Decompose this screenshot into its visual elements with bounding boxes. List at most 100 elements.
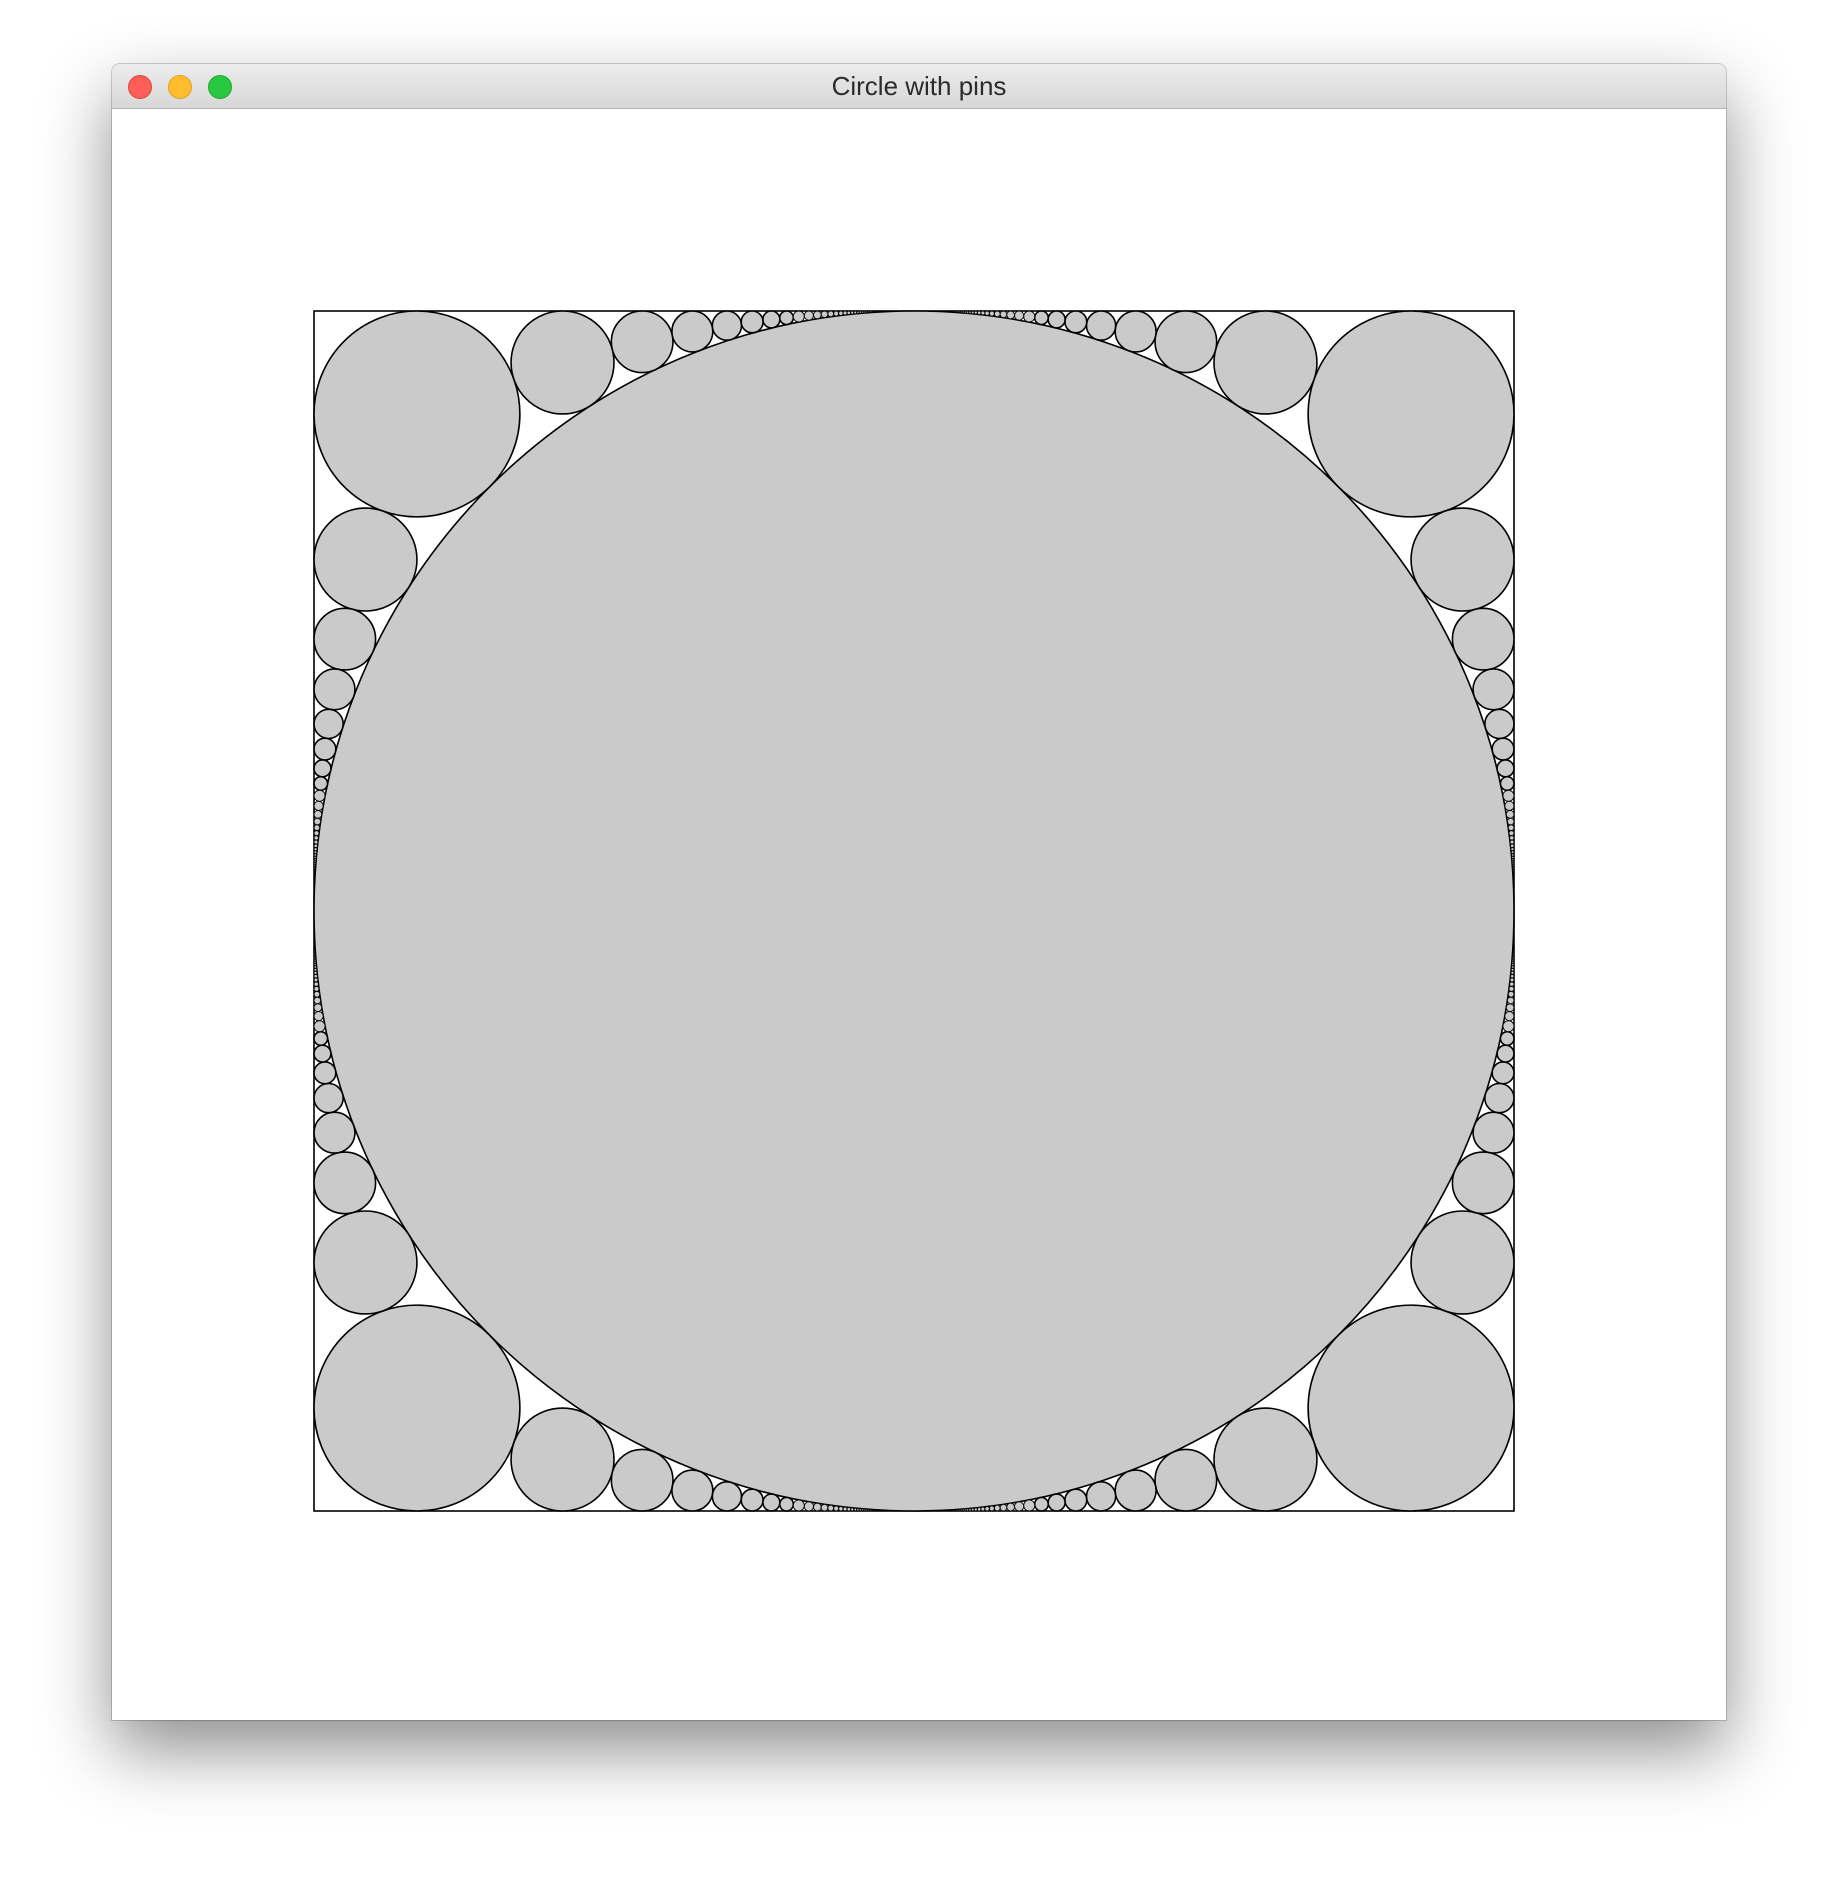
- pin-circle: [999, 310, 1008, 319]
- pin-circle: [976, 1507, 982, 1512]
- pin-circle: [313, 1030, 329, 1047]
- pin-circle: [610, 310, 674, 374]
- pin-circle: [510, 1407, 615, 1512]
- pin-circle: [1496, 1044, 1515, 1063]
- pin-circle: [313, 759, 332, 778]
- pin-circle: [1023, 1499, 1036, 1512]
- pin-circle: [313, 973, 318, 979]
- pin-circle: [711, 1481, 743, 1512]
- pin-circle: [1507, 824, 1515, 832]
- pin-circle: [671, 1469, 714, 1512]
- pin-circle: [1114, 310, 1157, 353]
- pin-circle: [993, 1504, 1001, 1512]
- pin-circle: [1023, 310, 1036, 323]
- pin-circle: [812, 310, 822, 320]
- pin-circle: [846, 1507, 852, 1512]
- pin-circle: [1064, 1488, 1088, 1512]
- pin-circle: [671, 310, 714, 353]
- pin-circle: [1033, 310, 1050, 326]
- pin-circle: [313, 607, 377, 671]
- pin-circle: [313, 507, 418, 612]
- pin-circle: [984, 1506, 990, 1512]
- pin-circle: [1154, 310, 1218, 374]
- pin-circle: [1410, 507, 1515, 612]
- pin-circle: [510, 310, 615, 415]
- pin-circle: [993, 310, 1001, 318]
- pin-circle: [1499, 1030, 1515, 1047]
- pin-circle: [842, 310, 848, 316]
- pin-circle: [711, 310, 743, 341]
- pin-circle: [949, 1509, 953, 1512]
- pin-circle: [1510, 843, 1515, 849]
- pin-circle: [980, 1506, 986, 1512]
- pin-circle: [949, 310, 953, 313]
- canvas-area: [112, 109, 1726, 1720]
- pin-circle: [973, 1507, 978, 1512]
- pin-circle: [313, 1082, 344, 1114]
- title-bar[interactable]: Circle with pins: [112, 64, 1726, 109]
- pin-circle: [833, 1505, 840, 1512]
- pin-circle: [803, 310, 814, 321]
- pin-circle: [313, 809, 323, 819]
- pin-circle: [313, 708, 344, 740]
- corner-pin-circle: [313, 1304, 521, 1512]
- pin-circle: [313, 1111, 356, 1154]
- pin-circle: [313, 789, 326, 802]
- pin-circle: [1047, 1493, 1066, 1512]
- pin-circle: [1510, 973, 1515, 979]
- pin-circle: [1510, 847, 1515, 852]
- pin-circle: [1491, 1061, 1515, 1085]
- pin-circle: [984, 310, 990, 316]
- pin-circle: [313, 817, 322, 826]
- pin-circle: [988, 310, 995, 317]
- pin-circle: [1508, 830, 1515, 837]
- pin-circle: [838, 1506, 844, 1512]
- pin-circle: [980, 310, 986, 316]
- pin-circle: [1064, 310, 1088, 334]
- pin-circle: [846, 310, 852, 315]
- pin-circle: [1509, 981, 1515, 987]
- pin-circle: [1506, 817, 1515, 826]
- zoom-button[interactable]: [208, 75, 232, 99]
- pin-circle: [875, 310, 879, 313]
- app-window: Circle with pins: [112, 64, 1726, 1720]
- pin-circle: [1502, 1020, 1515, 1033]
- corner-pin-circle: [1307, 310, 1515, 518]
- pin-circle: [313, 1210, 418, 1315]
- pin-circle: [313, 996, 322, 1005]
- pin-circle: [313, 668, 356, 711]
- pin-circle: [740, 310, 764, 334]
- pin-circle: [1085, 310, 1117, 341]
- pin-circle: [1213, 1407, 1318, 1512]
- pin-circle: [1504, 1011, 1515, 1022]
- pin-circle: [820, 310, 829, 319]
- pin-circle: [740, 1488, 764, 1512]
- pin-circle: [812, 1502, 822, 1512]
- pin-circle: [778, 310, 795, 326]
- pin-circle: [1491, 737, 1515, 761]
- pin-circle: [792, 1499, 805, 1512]
- minimize-button[interactable]: [168, 75, 192, 99]
- pin-circle: [1006, 310, 1016, 320]
- pin-circle: [1472, 668, 1515, 711]
- pin-circle: [313, 990, 321, 998]
- pin-circle: [313, 824, 321, 832]
- pin-circle: [313, 1061, 337, 1085]
- pin-circle: [1499, 775, 1515, 792]
- pin-circle: [313, 1044, 332, 1063]
- pin-circle: [988, 1505, 995, 1512]
- pin-circle: [762, 1493, 781, 1512]
- pin-circle: [1410, 1210, 1515, 1315]
- pin-circle: [1504, 800, 1515, 811]
- pin-circle: [313, 847, 318, 852]
- pin-circle: [1507, 990, 1515, 998]
- pin-circle: [313, 839, 319, 845]
- pin-circle: [313, 1020, 326, 1033]
- close-button[interactable]: [128, 75, 152, 99]
- pin-circle: [1506, 996, 1515, 1005]
- pin-circle: [1505, 1003, 1515, 1013]
- pin-circle: [1014, 310, 1025, 321]
- pin-circle: [313, 977, 319, 983]
- pin-circle: [973, 310, 978, 315]
- pin-circle: [1114, 1469, 1157, 1512]
